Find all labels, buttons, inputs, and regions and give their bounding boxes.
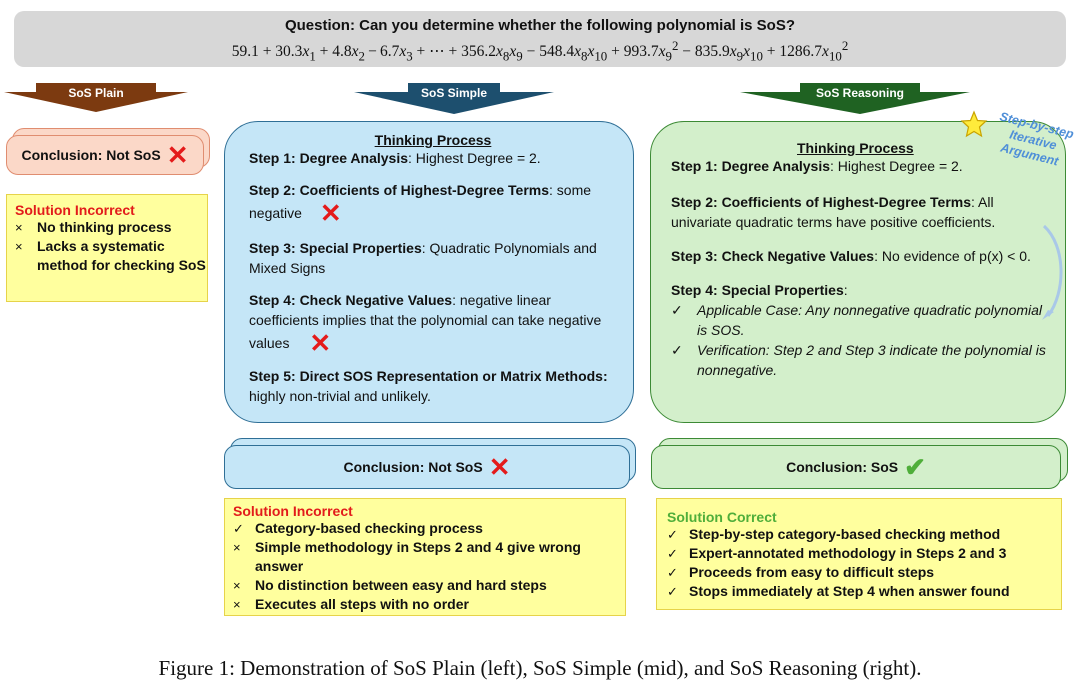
- reasoning-solution-title: Solution Correct: [667, 509, 777, 525]
- simple-thinking-box: Thinking Process Step 1: Degree Analysis…: [224, 121, 634, 423]
- cross-icon: ✕: [166, 140, 189, 170]
- list-item: ×Lacks a systematic method for checking …: [15, 238, 206, 273]
- curved-arrow-icon: [1042, 224, 1063, 320]
- reasoning-step-2: Step 2: Coefficients of Highest-Degree T…: [671, 194, 996, 230]
- reasoning-step-3: Step 3: Check Negative Values: No eviden…: [671, 248, 1031, 264]
- method-arrows: [4, 83, 970, 114]
- check-mark-icon: ✓: [667, 565, 678, 580]
- cross-icon: ✕: [488, 452, 511, 482]
- check-mark-icon: ✓: [671, 342, 683, 358]
- check-icon: ✔: [904, 452, 926, 482]
- plain-conclusion-box: Conclusion: Not SoS ✕: [6, 135, 204, 175]
- question-title: Question: Can you determine whether the …: [284, 17, 796, 34]
- mark-icon: ×: [233, 597, 241, 612]
- reasoning-thinking-box: Thinking Process Step 1: Degree Analysis…: [650, 121, 1066, 423]
- question-box: Question: Can you determine whether the …: [14, 11, 1066, 67]
- simple-step-4: Step 4: Check Negative Values: negative …: [249, 292, 602, 358]
- simple-step-5: Step 5: Direct SOS Representation or Mat…: [249, 368, 608, 404]
- plain-conclusion-text: Conclusion: Not SoS: [21, 147, 161, 163]
- plain-solution-box: Solution Incorrect ×No thinking process …: [6, 194, 208, 302]
- reasoning-arrow-label: SoS Reasoning: [815, 86, 904, 100]
- list-item: ✓Stops immediately at Step 4 when answer…: [667, 583, 1010, 599]
- list-item: ×Simple methodology in Steps 2 and 4 giv…: [233, 539, 581, 574]
- mark-icon: ✓: [233, 521, 244, 536]
- reasoning-solution-box: Solution Correct ✓Step-by-step category-…: [656, 498, 1062, 610]
- check-mark-icon: ✓: [667, 527, 678, 542]
- check-mark-icon: ✓: [671, 302, 683, 318]
- simple-step-1: Step 1: Degree Analysis: Highest Degree …: [249, 150, 541, 166]
- star-icon: [960, 110, 988, 138]
- mark-icon: ×: [233, 540, 241, 555]
- simple-step-3: Step 3: Special Properties: Quadratic Po…: [249, 240, 597, 276]
- list-item: ✓Expert-annotated methodology in Steps 2…: [667, 545, 1007, 561]
- polynomial-formula: 59.1 + 30.3x1 + 4.8x2 − 6.7x3 + ⋯ + 356.…: [231, 38, 849, 64]
- simple-thinking-title: Thinking Process: [374, 132, 492, 148]
- reasoning-arrow: [740, 83, 970, 114]
- plain-solution-title: Solution Incorrect: [15, 202, 135, 218]
- reasoning-step-4: Step 4: Special Properties:: [671, 282, 848, 298]
- cross-icon: ✕: [319, 198, 342, 228]
- reasoning-subitem: ✓Verification: Step 2 and Step 3 indicat…: [671, 342, 1046, 378]
- reasoning-subitem: ✓Applicable Case: Any nonnegative quadra…: [671, 302, 1043, 338]
- list-item: ×Executes all steps with no order: [233, 596, 469, 612]
- cross-mark-icon: ×: [15, 220, 23, 235]
- list-item: ×No distinction between easy and hard st…: [233, 577, 547, 593]
- simple-arrow-label: SoS Simple: [420, 86, 488, 100]
- simple-solution-title: Solution Incorrect: [233, 503, 353, 519]
- simple-conclusion-box: Conclusion: Not SoS ✕: [224, 445, 630, 489]
- list-item: ✓Category-based checking process: [233, 520, 483, 536]
- list-item: ✓Step-by-step category-based checking me…: [667, 526, 1001, 542]
- check-mark-icon: ✓: [667, 546, 678, 561]
- list-item: ✓Proceeds from easy to difficult steps: [667, 564, 935, 580]
- reasoning-conclusion-box: Conclusion: SoS ✔: [651, 445, 1061, 489]
- reasoning-step-1: Step 1: Degree Analysis: Highest Degree …: [671, 158, 963, 174]
- reasoning-solution-list: ✓Step-by-step category-based checking me…: [667, 525, 1061, 601]
- simple-solution-box: Solution Incorrect ✓Category-based check…: [224, 498, 626, 616]
- cross-mark-icon: ×: [15, 239, 23, 254]
- simple-conclusion-text: Conclusion: Not SoS: [343, 459, 483, 475]
- plain-arrow: [4, 83, 188, 112]
- cross-icon: ✕: [309, 328, 332, 358]
- simple-solution-list: ✓Category-based checking process ×Simple…: [233, 519, 625, 614]
- reasoning-thinking-title: Thinking Process: [797, 140, 914, 156]
- plain-arrow-label: SoS Plain: [68, 86, 124, 100]
- simple-arrow: [354, 83, 554, 114]
- check-mark-icon: ✓: [667, 584, 678, 599]
- mark-icon: ×: [233, 578, 241, 593]
- simple-step-2: Step 2: Coefficients of Highest-Degree T…: [249, 182, 592, 228]
- figure-caption: Figure 1: Demonstration of SoS Plain (le…: [158, 656, 922, 680]
- reasoning-conclusion-text: Conclusion: SoS: [786, 459, 899, 475]
- list-item: ×No thinking process: [15, 219, 172, 235]
- plain-solution-list: ×No thinking process ×Lacks a systematic…: [15, 218, 207, 275]
